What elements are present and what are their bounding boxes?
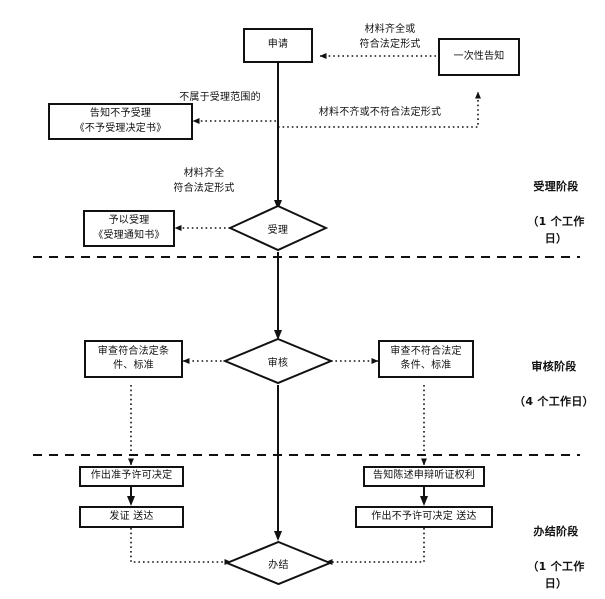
node-make-refusal-decision-label: 作出不予许可决定 送达	[371, 510, 477, 522]
stage-completion-name: 办结阶段	[533, 524, 579, 538]
node-one-time-notice-label: 一次性告知	[453, 50, 505, 62]
stage-completion-duration: （1 个工作 日）	[527, 559, 585, 591]
edge-issue-to-complete	[130, 528, 232, 565]
node-grant-accept[interactable]: 予以受理 《受理通知书》	[83, 210, 175, 247]
stage-acceptance-name: 受理阶段	[533, 179, 579, 193]
decision-review[interactable]: 审核	[223, 337, 333, 385]
node-grant-accept-label: 予以受理 《受理通知书》	[93, 215, 165, 241]
stage-review-name: 审核阶段	[531, 359, 577, 373]
edge-refusal-to-complete	[325, 528, 425, 565]
node-notify-reject-accept-label: 告知不予受理 《不予受理决定书》	[74, 108, 167, 134]
node-apply-label: 申请	[267, 39, 289, 51]
decision-review-label: 审核	[267, 357, 289, 369]
node-one-time-notice[interactable]: 一次性告知	[438, 38, 520, 76]
edge-label-materials-complete-or-legal: 材料齐全或 符合法定形式	[359, 24, 421, 50]
decision-complete[interactable]: 办结	[225, 540, 332, 586]
arrowhead-rights-to-refusal	[420, 496, 428, 506]
node-notify-statement-rights[interactable]: 告知陈述申辩听证权利	[363, 466, 485, 487]
node-issue-and-deliver-label: 发证 送达	[109, 510, 154, 522]
node-make-refusal-decision[interactable]: 作出不予许可决定 送达	[355, 506, 493, 528]
stage-review-duration: （4 个工作日）	[514, 394, 594, 408]
edge-label-materials-incomplete: 材料不齐或不符合法定形式	[318, 107, 442, 118]
stage-acceptance-duration: （1 个工作 日）	[527, 214, 585, 246]
arrowhead-permit-to-issue	[127, 496, 135, 506]
node-notify-reject-accept[interactable]: 告知不予受理 《不予受理决定书》	[48, 103, 193, 140]
stage-label-review: 审核阶段 （4 个工作日）	[505, 340, 603, 410]
node-make-permit-decision-label: 作出准予许可决定	[90, 470, 173, 482]
node-make-permit-decision[interactable]: 作出准予许可决定	[79, 466, 184, 487]
node-notify-statement-rights-label: 告知陈述申辩听证权利	[373, 470, 475, 482]
decision-complete-label: 办结	[268, 559, 289, 571]
node-review-conform-label: 审查符合法定条 件、标准	[97, 345, 170, 372]
edge-label-materials-complete-legal: 材料齐全 符合法定形式	[173, 168, 235, 194]
node-review-conform[interactable]: 审查符合法定条 件、标准	[84, 340, 183, 378]
node-review-nonconform[interactable]: 审查不符合法定 条件、标准	[378, 340, 474, 378]
stage-label-acceptance: 受理阶段 （1 个工作 日）	[512, 160, 600, 248]
node-issue-and-deliver[interactable]: 发证 送达	[79, 506, 184, 528]
stage-label-completion: 办结阶段 （1 个工作 日）	[512, 505, 600, 593]
decision-accept[interactable]: 受理	[228, 204, 328, 252]
edge-label-not-in-scope: 不属于受理范围的	[179, 92, 261, 103]
node-review-nonconform-label: 审查不符合法定 条件、标准	[390, 345, 462, 372]
node-apply[interactable]: 申请	[243, 28, 313, 63]
decision-accept-label: 受理	[267, 224, 289, 236]
